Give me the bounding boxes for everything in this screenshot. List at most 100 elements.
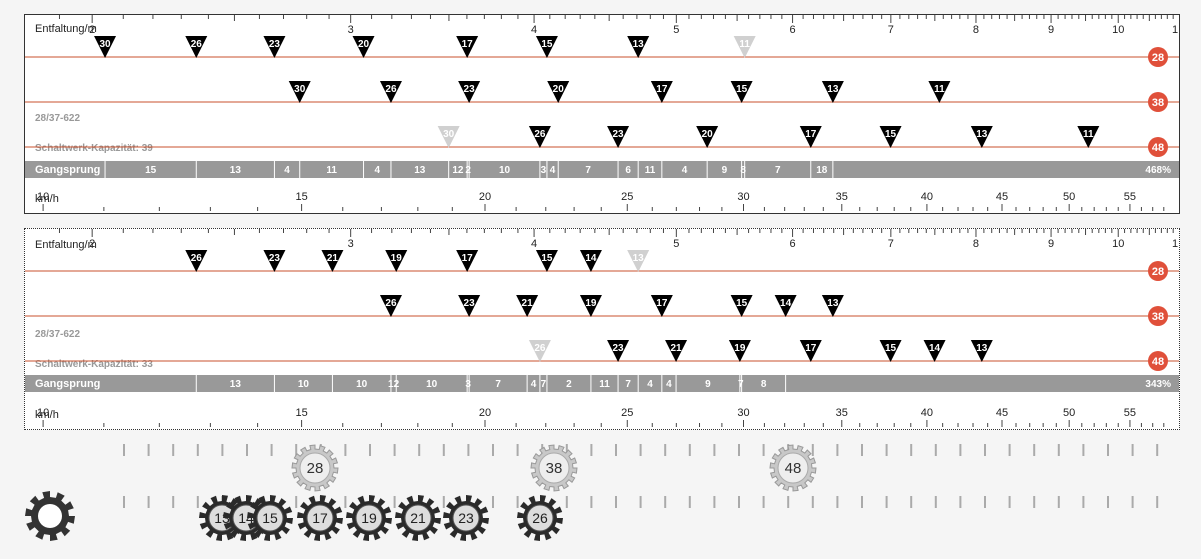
chainring-badge[interactable] — [1148, 47, 1168, 67]
gear-marker-38-14[interactable]: 14 — [774, 295, 797, 317]
gear-marker-28-17[interactable]: 17 — [456, 36, 479, 58]
gear-marker-triangle — [352, 36, 375, 58]
cog-selector-26[interactable]: 26 — [517, 495, 563, 541]
gear-marker-48-30[interactable]: 30 — [437, 126, 460, 148]
gear-marker-triangle — [607, 126, 630, 148]
gangsprung-value: 4 — [374, 165, 380, 176]
gear-marker-28-20[interactable]: 20 — [352, 36, 375, 58]
chainring-badge[interactable] — [1148, 261, 1168, 281]
gear-marker-48-17[interactable]: 17 — [799, 340, 822, 362]
settings-gear-icon[interactable] — [25, 491, 75, 541]
gear-marker-48-13[interactable]: 13 — [970, 126, 993, 148]
gear-marker-label: 15 — [736, 84, 748, 95]
gear-marker-28-26[interactable]: 26 — [185, 36, 208, 58]
cog-selector-23[interactable]: 23 — [443, 495, 489, 541]
gear-marker-28-17[interactable]: 17 — [456, 250, 479, 272]
chainring-badge[interactable] — [1148, 92, 1168, 112]
gear-marker-label: 15 — [541, 39, 553, 50]
gear-marker-38-19[interactable]: 19 — [579, 295, 602, 317]
gear-marker-48-23[interactable]: 23 — [607, 126, 630, 148]
gear-marker-48-17[interactable]: 17 — [799, 126, 822, 148]
gear-marker-38-23[interactable]: 23 — [458, 295, 481, 317]
cog-center — [526, 504, 554, 532]
gear-marker-28-14[interactable]: 14 — [579, 250, 602, 272]
gear-marker-48-26[interactable]: 26 — [528, 126, 551, 148]
gangsprung-value: 7 — [495, 379, 501, 390]
gear-marker-28-23[interactable]: 23 — [263, 36, 286, 58]
gear-marker-38-17[interactable]: 17 — [650, 81, 673, 103]
gear-marker-triangle — [928, 81, 951, 103]
gear-marker-28-13[interactable]: 13 — [627, 36, 650, 58]
gear-marker-38-20[interactable]: 20 — [547, 81, 570, 103]
gear-chart-panel-2: Entfaltung/m 28/37-622 Schaltwerk-Kapazi… — [24, 228, 1180, 430]
cog-selector-15[interactable]: 15 — [247, 495, 293, 541]
kmh-tick-label: 50 — [1063, 191, 1075, 203]
gear-marker-48-23[interactable]: 23 — [607, 340, 630, 362]
gear-marker-triangle — [730, 81, 753, 103]
gear-marker-label: 15 — [736, 298, 748, 309]
chainring-center — [538, 452, 570, 484]
gear-marker-38-13[interactable]: 13 — [821, 295, 844, 317]
gear-marker-28-19[interactable]: 19 — [385, 250, 408, 272]
gangsprung-value: 11 — [326, 165, 337, 176]
gear-marker-label: 13 — [827, 298, 839, 309]
gear-marker-38-26[interactable]: 26 — [379, 81, 402, 103]
gear-marker-38-13[interactable]: 13 — [821, 81, 844, 103]
chainring-selector-28[interactable]: 28 — [291, 444, 339, 492]
gear-marker-48-26[interactable]: 26 — [528, 340, 551, 362]
chainring-badge[interactable] — [1148, 137, 1168, 157]
gear-marker-triangle — [627, 36, 650, 58]
entfaltung-tick-label: 8 — [973, 24, 979, 36]
gear-marker-48-11[interactable]: 11 — [1077, 126, 1100, 148]
gear-marker-48-20[interactable]: 20 — [696, 126, 719, 148]
gear-marker-48-14[interactable]: 14 — [923, 340, 946, 362]
gear-marker-38-17[interactable]: 17 — [650, 295, 673, 317]
gear-marker-28-23[interactable]: 23 — [263, 250, 286, 272]
cog-selector-21[interactable]: 21 — [395, 495, 441, 541]
gear-marker-48-15[interactable]: 15 — [879, 126, 902, 148]
gear-marker-48-13[interactable]: 13 — [970, 340, 993, 362]
gangsprung-value: 4 — [550, 165, 556, 176]
gear-marker-48-21[interactable]: 21 — [665, 340, 688, 362]
kmh-tick-label: 40 — [921, 407, 933, 419]
gear-marker-28-21[interactable]: 21 — [321, 250, 344, 272]
gear-marker-38-21[interactable]: 21 — [516, 295, 539, 317]
gear-marker-38-15[interactable]: 15 — [730, 295, 753, 317]
gear-marker-38-15[interactable]: 15 — [730, 81, 753, 103]
gear-marker-triangle — [185, 36, 208, 58]
cog-selector-19[interactable]: 19 — [346, 495, 392, 541]
gear-marker-label: 26 — [385, 84, 397, 95]
gear-marker-28-30[interactable]: 30 — [94, 36, 117, 58]
cog-selector-17[interactable]: 17 — [297, 495, 343, 541]
gangsprung-value: 4 — [531, 379, 537, 390]
gear-marker-label: 26 — [534, 129, 546, 140]
gear-marker-38-26[interactable]: 26 — [379, 295, 402, 317]
gear-marker-28-26[interactable]: 26 — [185, 250, 208, 272]
gear-marker-label: 11 — [934, 84, 945, 95]
gear-marker-48-15[interactable]: 15 — [879, 340, 902, 362]
chainring-badge[interactable] — [1148, 351, 1168, 371]
gangsprung-background — [25, 375, 1179, 392]
chainring-selector-38[interactable]: 38 — [530, 444, 578, 492]
gear-marker-28-15[interactable]: 15 — [535, 250, 558, 272]
gear-marker-triangle — [799, 126, 822, 148]
chainring-badge[interactable] — [1148, 306, 1168, 326]
gangsprung-value: 2 — [465, 165, 471, 176]
gear-marker-38-30[interactable]: 30 — [288, 81, 311, 103]
chainring-selector-48[interactable]: 48 — [769, 444, 817, 492]
gear-marker-38-11[interactable]: 11 — [928, 81, 951, 103]
gangsprung-value: 4 — [682, 165, 688, 176]
gear-marker-triangle — [456, 36, 479, 58]
gear-marker-28-13[interactable]: 13 — [627, 250, 650, 272]
gear-marker-48-19[interactable]: 19 — [728, 340, 751, 362]
gear-marker-28-15[interactable]: 15 — [535, 36, 558, 58]
gear-marker-28-11[interactable]: 11 — [733, 36, 756, 58]
gear-marker-38-23[interactable]: 23 — [458, 81, 481, 103]
gear-marker-label: 14 — [929, 343, 941, 354]
gear-marker-label: 15 — [541, 253, 553, 264]
